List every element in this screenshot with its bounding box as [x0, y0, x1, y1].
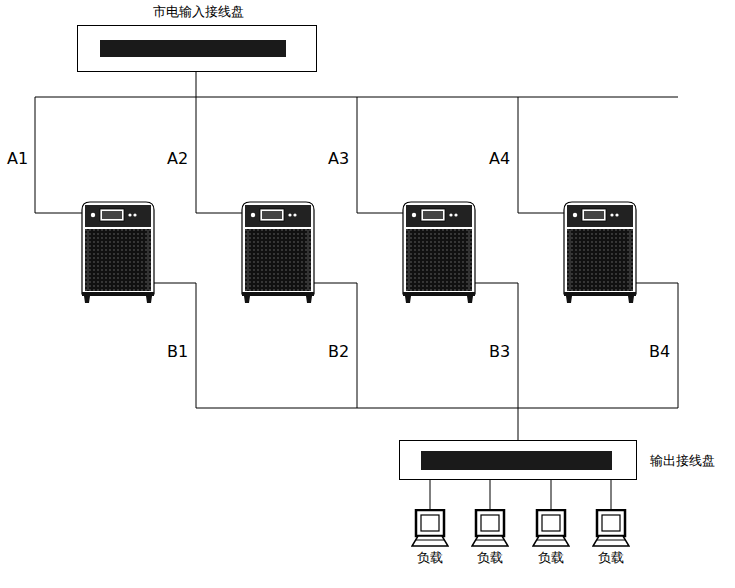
cable-label: B1	[166, 343, 189, 361]
load-terminal: 负载	[471, 509, 509, 549]
computer-icon	[411, 509, 449, 549]
load-terminal: 负载	[532, 509, 570, 549]
load-label: 负载	[598, 550, 624, 566]
load-terminal: 负载	[411, 509, 449, 549]
load-cable	[611, 480, 612, 509]
panel-title: 市电输入接线盘	[153, 4, 244, 20]
ups-cabinet	[242, 202, 314, 303]
computer-icon	[532, 509, 570, 549]
terminal-strip	[421, 451, 612, 470]
load-terminal: 负载	[592, 509, 630, 549]
panel-title: 输出接线盘	[650, 453, 715, 469]
ups-cabinet	[82, 202, 154, 303]
load-cable	[490, 480, 491, 509]
cable-label: A4	[488, 150, 511, 168]
cable-label: A2	[166, 150, 189, 168]
ups-cabinet	[564, 202, 636, 303]
cable-label: A1	[6, 150, 29, 168]
computer-icon	[592, 509, 630, 549]
ups-cabinet	[403, 202, 475, 303]
cable-label: B3	[488, 343, 511, 361]
cable-label: B4	[648, 343, 671, 361]
load-label: 负载	[538, 550, 564, 566]
cable-label: A3	[327, 150, 350, 168]
terminal-panel: 市电输入接线盘	[77, 25, 317, 72]
load-label: 负载	[477, 550, 503, 566]
load-cable	[551, 480, 552, 509]
terminal-strip	[100, 40, 286, 57]
load-label: 负载	[417, 550, 443, 566]
computer-icon	[471, 509, 509, 549]
terminal-panel: 输出接线盘	[399, 440, 637, 480]
load-cable	[430, 480, 431, 509]
cable-label: B2	[327, 343, 350, 361]
